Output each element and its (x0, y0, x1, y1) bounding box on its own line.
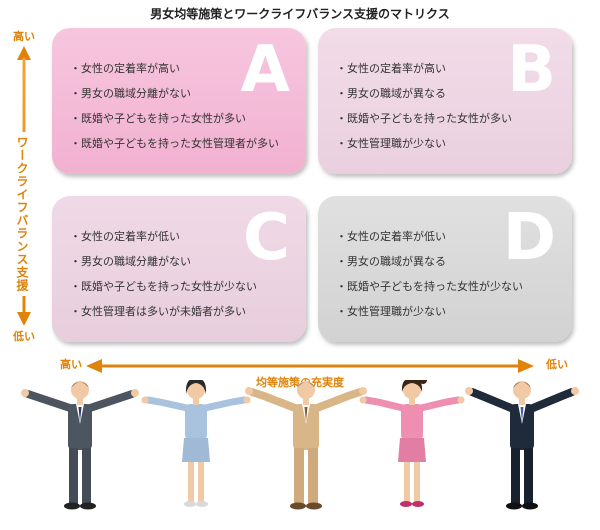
list-item: ・女性管理者は多いが未婚者が多い (70, 305, 246, 318)
person-man-navy-suit (465, 381, 579, 510)
quadrant-b-list: ・女性の定着率が高い ・男女の職域が異なる ・既婚や子どもを持った女性が多い ・… (336, 56, 572, 156)
list-item: ・女性の定着率が低い (336, 230, 446, 243)
person-man-grey-suit (21, 381, 139, 510)
horizontal-axis-high-label: 高い (60, 358, 82, 371)
vertical-axis-title: ワークライフバランス支援 (15, 132, 31, 296)
quadrant-d: D ・女性の定着率が低い ・男女の職域が異なる ・既婚や子どもを持った女性が少な… (318, 196, 572, 342)
person-woman-blue-suit (141, 380, 251, 507)
quadrant-d-letter: D (502, 201, 556, 275)
quadrant-c-letter: C (243, 201, 290, 275)
list-item: ・既婚や子どもを持った女性が少ない (336, 280, 523, 293)
vertical-axis-high-label: 高い (13, 30, 35, 43)
quadrant-c-list: ・女性の定着率が低い ・男女の職域分離がない ・既婚や子どもを持った女性が少ない… (70, 224, 306, 324)
list-item: ・女性管理職が少ない (336, 305, 446, 318)
list-item: ・男女の職域が異なる (336, 255, 446, 268)
list-item: ・女性の定着率が高い (70, 62, 180, 75)
person-woman-pink-suit (359, 380, 465, 507)
horizontal-arrow (86, 359, 534, 373)
person-man-beige-suit (245, 381, 367, 510)
quadrant-d-list: ・女性の定着率が低い ・男女の職域が異なる ・既婚や子どもを持った女性が少ない … (336, 224, 572, 324)
list-item: ・女性管理職が少ない (336, 137, 446, 150)
vertical-axis: 高い ワークライフバランス支援 低い (4, 28, 44, 348)
diagram-title: 男女均等施策とワークライフバランス支援のマトリクス (150, 7, 450, 21)
list-item: ・既婚や子どもを持った女性が少ない (70, 280, 257, 293)
list-item: ・男女の職域分離がない (70, 255, 191, 268)
list-item: ・男女の職域が異なる (336, 87, 446, 100)
people-illustration (21, 380, 579, 510)
horizontal-axis-low-label: 低い (546, 358, 568, 371)
quadrant-a-letter: A (240, 33, 290, 107)
quadrant-b: B ・女性の定着率が高い ・男女の職域が異なる ・既婚や子どもを持った女性が多い… (318, 28, 572, 174)
list-item: ・男女の職域分離がない (70, 87, 191, 100)
vertical-axis-low-label: 低い (13, 330, 35, 343)
list-item: ・既婚や子どもを持った女性が多い (336, 112, 512, 125)
quadrant-a-list: ・女性の定着率が高い ・男女の職域分離がない ・既婚や子どもを持った女性が多い … (70, 56, 306, 156)
list-item: ・既婚や子どもを持った女性管理者が多い (70, 137, 279, 150)
quadrant-c: C ・女性の定着率が低い ・男女の職域分離がない ・既婚や子どもを持った女性が少… (52, 196, 306, 342)
list-item: ・女性の定着率が高い (336, 62, 446, 75)
quadrant-b-letter: B (507, 33, 556, 107)
quadrant-a: A ・女性の定着率が高い ・男女の職域分離がない ・既婚や子どもを持った女性が多… (52, 28, 306, 174)
horizontal-axis-title: 均等施策の充実度 (256, 376, 344, 389)
list-item: ・既婚や子どもを持った女性が多い (70, 112, 246, 125)
list-item: ・女性の定着率が低い (70, 230, 180, 243)
